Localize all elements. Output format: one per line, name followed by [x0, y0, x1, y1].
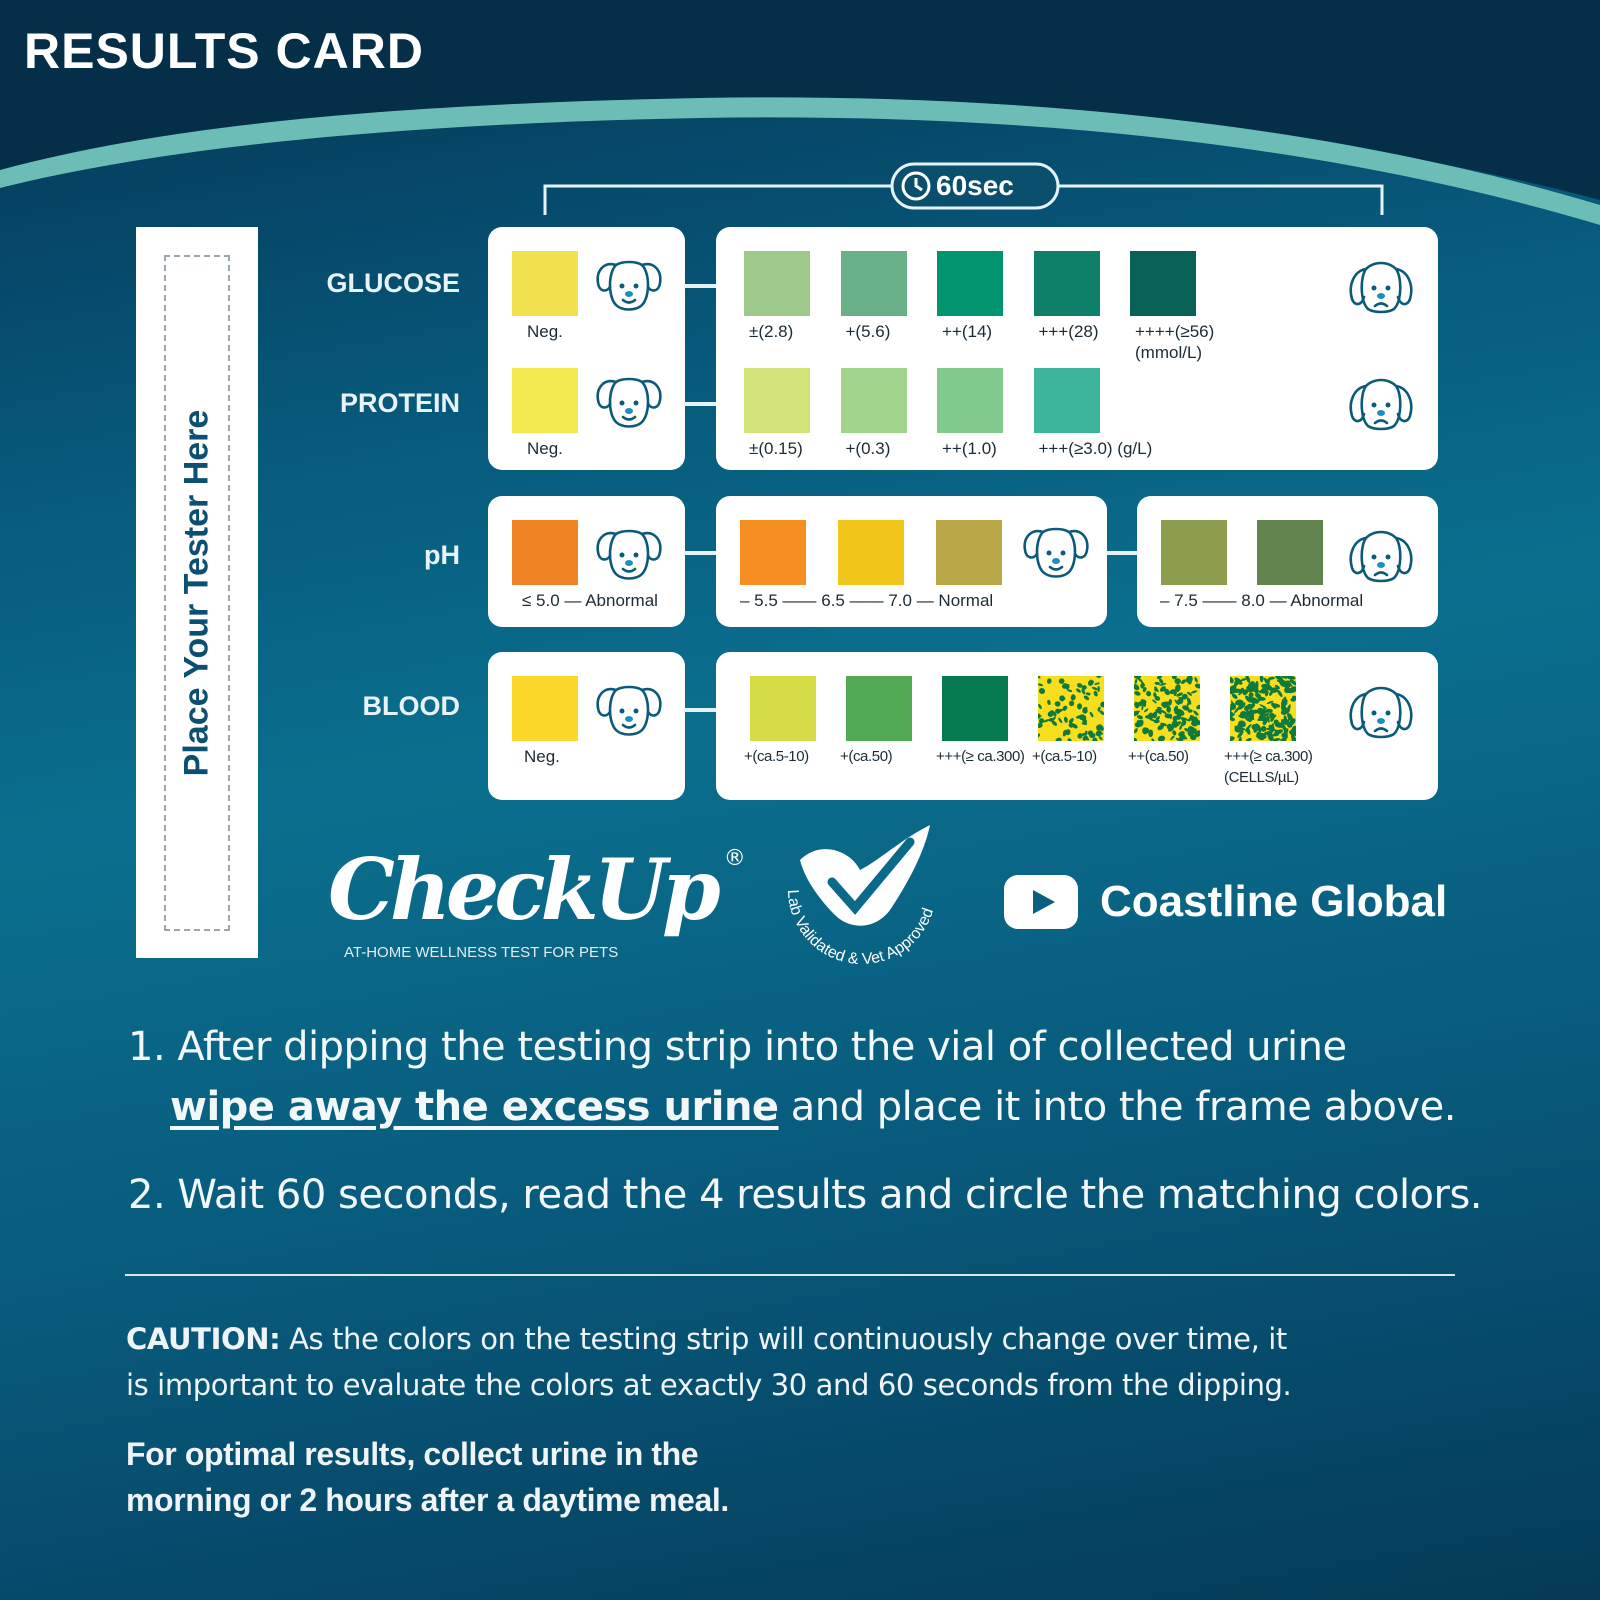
swatch-label: ++++(≥56)(mmol/L): [1135, 322, 1215, 362]
swatch-label: Neg.: [524, 747, 560, 766]
swatch-label: +(0.3): [845, 439, 891, 458]
happy-dog-icon: [594, 678, 664, 740]
timer-badge: 60sec: [900, 170, 1014, 202]
blood-swatch-2[interactable]: [846, 676, 912, 741]
vet-approved-badge: Lab Validated & Vet Approved: [780, 820, 945, 980]
glucose-swatch-4[interactable]: [1033, 251, 1100, 316]
ph-low-swatch[interactable]: [512, 520, 578, 585]
brand-tagline: AT-HOME WELLNESS TEST FOR PETS: [344, 944, 619, 961]
glucose-swatch-3[interactable]: [937, 251, 1003, 316]
row-label-blood: BLOOD: [362, 691, 461, 721]
swatch-label: ++(14): [942, 322, 993, 341]
divider: [125, 1274, 1455, 1276]
happy-dog-icon: [594, 370, 664, 432]
swatch-label: ++(ca.50): [1128, 748, 1189, 765]
youtube-channel[interactable]: Coastline Global: [1004, 875, 1447, 929]
row-label-glucose: GLUCOSE: [326, 268, 460, 298]
blood-swatch-3[interactable]: [942, 676, 1008, 741]
connector: [1106, 551, 1138, 555]
swatch-label: +++(≥3.0) (g/L): [1038, 439, 1153, 458]
brand-name: CheckUp: [328, 840, 721, 939]
happy-dog-icon: [1021, 520, 1091, 582]
protein-swatch-4[interactable]: [1033, 368, 1100, 433]
ph-high-swatch-1[interactable]: [1161, 520, 1227, 585]
protein-negative-swatch[interactable]: [512, 368, 578, 433]
strip-holder[interactable]: Place Your Tester Here: [136, 227, 258, 958]
swatch-label: +++(28): [1038, 322, 1099, 341]
instruction-text: and place it into the frame above.: [778, 1084, 1457, 1130]
blood-swatch-5[interactable]: [1132, 673, 1202, 744]
caution-line-1: CAUTION: As the colors on the testing st…: [126, 1322, 1287, 1356]
caution-label: CAUTION:: [126, 1322, 281, 1356]
connector: [684, 708, 716, 712]
swatch-label: +(5.6): [845, 322, 891, 341]
blood-swatch-4[interactable]: [1035, 674, 1107, 744]
ph-high-swatch-2[interactable]: [1257, 520, 1323, 585]
swatch-label: – 5.5 —— 6.5 —— 7.0 — Normal: [740, 591, 994, 610]
sad-dog-icon: [1346, 524, 1416, 586]
connector: [684, 551, 716, 555]
swatch-label: +(ca.5-10): [744, 748, 809, 765]
strip-frame: Place Your Tester Here: [164, 255, 230, 931]
happy-dog-icon: [594, 522, 664, 584]
swatch-label: +++(≥ ca.300): [936, 748, 1025, 765]
swatch-label: ++(1.0): [942, 439, 997, 458]
happy-dog-icon: [594, 253, 664, 315]
instruction-step-1: 1. After dipping the testing strip into …: [128, 1024, 1347, 1070]
ph-normal-swatch-2[interactable]: [838, 520, 904, 585]
glucose-swatch-1[interactable]: [744, 251, 810, 316]
checkup-logo: CheckUp ® AT-HOME WELLNESS TEST FOR PETS: [328, 842, 746, 962]
swatch-label: – 7.5 —— 8.0 — Abnormal: [1160, 591, 1364, 610]
protein-swatch-1[interactable]: [744, 368, 810, 433]
swatch-label: +(ca.5-10): [1032, 748, 1097, 765]
glucose-negative-swatch[interactable]: [512, 251, 578, 316]
swatch-label: +++(≥ ca.300)(CELLS/µL): [1224, 748, 1313, 786]
caution-line-2: is important to evaluate the colors at e…: [126, 1368, 1292, 1402]
wipe-emphasis: wipe away the excess urine: [170, 1084, 779, 1130]
glucose-swatch-5[interactable]: [1130, 251, 1196, 316]
blood-swatch-6[interactable]: [1226, 672, 1298, 745]
ph-normal-swatch-1[interactable]: [740, 520, 806, 585]
protein-swatch-2[interactable]: [840, 368, 907, 433]
caution-text: As the colors on the testing strip will …: [280, 1322, 1287, 1356]
row-label-ph: pH: [424, 540, 460, 570]
ph-normal-swatch-3[interactable]: [936, 520, 1002, 585]
swatch-label: ±(2.8): [749, 322, 794, 341]
strip-holder-text: Place Your Tester Here: [177, 409, 216, 777]
channel-name: Coastline Global: [1100, 877, 1448, 926]
youtube-icon: [1004, 875, 1078, 929]
blood-swatch-1[interactable]: [750, 676, 816, 741]
swatch-label: ≤ 5.0 — Abnormal: [522, 591, 658, 610]
blood-negative-swatch[interactable]: [512, 676, 578, 741]
sad-dog-icon: [1346, 372, 1416, 434]
brand-reg: ®: [723, 846, 746, 871]
clock-icon: [901, 171, 931, 201]
connector: [684, 402, 716, 406]
sad-dog-icon: [1346, 255, 1416, 317]
sad-dog-icon: [1346, 680, 1416, 742]
tip-line-2: morning or 2 hours after a daytime meal.: [126, 1482, 729, 1518]
swatch-label: Neg.: [527, 439, 563, 458]
instruction-step-1-cont: wipe away the excess urine and place it …: [170, 1084, 1456, 1130]
protein-swatch-3[interactable]: [937, 368, 1003, 433]
swatch-label: ±(0.15): [749, 439, 803, 458]
page-title: RESULTS CARD: [24, 23, 424, 79]
logo-row: CheckUp ®: [328, 842, 746, 938]
instruction-step-2: 2. Wait 60 seconds, read the 4 results a…: [128, 1172, 1483, 1218]
timer-bracket: [543, 162, 1384, 215]
header-band: [0, 0, 1600, 225]
connector: [684, 284, 716, 288]
tip-line-1: For optimal results, collect urine in th…: [126, 1436, 699, 1472]
glucose-swatch-2[interactable]: [840, 251, 907, 316]
timer-label: 60sec: [936, 170, 1014, 201]
swatch-label: Neg.: [527, 322, 563, 341]
row-label-protein: PROTEIN: [339, 388, 460, 418]
swatch-label: +(ca.50): [840, 748, 893, 765]
